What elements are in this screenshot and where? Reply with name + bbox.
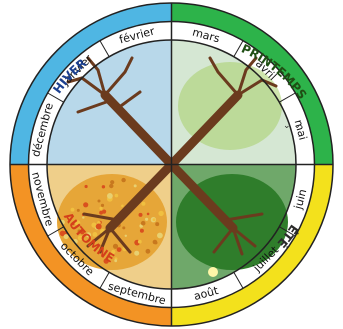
sun-icon (208, 267, 218, 277)
